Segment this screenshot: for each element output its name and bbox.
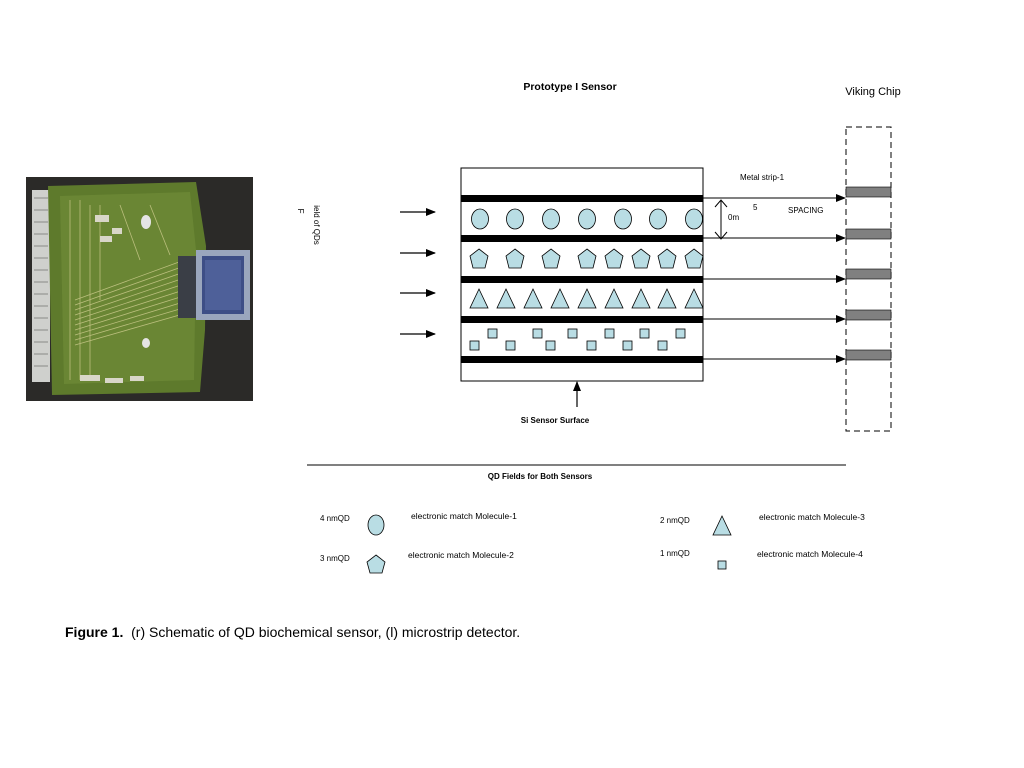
qd-square-icon <box>586 340 597 351</box>
legend-match-label: electronic match Molecule-4 <box>757 549 863 559</box>
chip-pad <box>845 268 892 280</box>
legend-pentagon-icon <box>366 554 386 574</box>
qd-triangle-icon <box>604 288 624 309</box>
field-label-letter: F <box>296 209 305 214</box>
field-arrows <box>400 208 436 338</box>
chip-pad <box>845 349 892 361</box>
field-label-rest: ield of QDs <box>312 205 321 245</box>
legend-triangle-icon <box>712 515 732 536</box>
legend-title: QD Fields for Both Sensors <box>488 472 593 481</box>
legend-circle-icon <box>367 514 385 536</box>
qd-circle-icon <box>614 208 632 230</box>
metal-strip <box>461 195 703 202</box>
qd-triangle-icon <box>631 288 651 309</box>
qd-pentagon-icon <box>505 248 525 269</box>
qd-circle-icon <box>542 208 560 230</box>
metal-strip-label: Metal strip-1 <box>740 173 785 182</box>
diagram-title: Prototype I Sensor <box>523 81 616 93</box>
qd-square-icon <box>604 328 615 339</box>
qd-circle-icon <box>649 208 667 230</box>
qd-row-pentagons <box>469 248 704 269</box>
qd-pentagon-icon <box>577 248 597 269</box>
qd-pentagon-icon <box>657 248 677 269</box>
chip-pad <box>845 186 892 198</box>
qd-triangle-icon <box>657 288 677 309</box>
qd-row-squares <box>469 328 686 351</box>
legend-match-label: electronic match Molecule-1 <box>411 511 517 521</box>
qd-pentagon-icon <box>469 248 489 269</box>
spacing-value-bottom: 0m <box>728 213 739 222</box>
legend-square-icon <box>717 560 727 570</box>
metal-strip <box>461 316 703 323</box>
qd-triangle-icon <box>523 288 543 309</box>
qd-pentagon-icon <box>604 248 624 269</box>
legend-item-4: 1 nmQD electronic match Molecule-4 <box>660 549 863 570</box>
chip-pads <box>845 186 892 361</box>
metal-strip <box>461 356 703 363</box>
legend-size-label: 3 nmQD <box>320 554 350 563</box>
spacing-value-top: 5 <box>753 203 758 212</box>
legend-item-2: 3 nmQD electronic match Molecule-2 <box>320 550 514 574</box>
chip-pad <box>845 309 892 321</box>
qd-row-triangles <box>469 288 704 309</box>
metal-strip <box>461 276 703 283</box>
qd-triangle-icon <box>496 288 516 309</box>
viking-chip-label: Viking Chip <box>845 86 900 98</box>
detector-photo <box>26 177 253 401</box>
qd-square-icon <box>505 340 516 351</box>
qd-pentagon-icon <box>541 248 561 269</box>
figure-caption: Figure 1. (r) Schematic of QD biochemica… <box>65 624 520 640</box>
qd-triangle-icon <box>550 288 570 309</box>
caption-text: (r) Schematic of QD biochemical sensor, … <box>131 624 521 640</box>
spacing-dimension <box>714 199 728 240</box>
qd-circle-icon <box>685 208 703 230</box>
qd-square-icon <box>487 328 498 339</box>
output-arrows <box>703 194 846 363</box>
legend-match-label: electronic match Molecule-3 <box>759 512 865 522</box>
qd-triangle-icon <box>684 288 704 309</box>
legend-item-3: 2 nmQD electronic match Molecule-3 <box>660 512 865 536</box>
qd-square-icon <box>532 328 543 339</box>
qd-pentagon-icon <box>684 248 704 269</box>
chip-pad <box>845 228 892 240</box>
qd-square-icon <box>675 328 686 339</box>
legend-size-label: 4 nmQD <box>320 514 350 523</box>
legend-match-label: electronic match Molecule-2 <box>408 550 514 560</box>
legend-item-1: 4 nmQD electronic match Molecule-1 <box>320 511 517 536</box>
qd-row-circles <box>471 208 703 230</box>
qd-square-icon <box>622 340 633 351</box>
spacing-label: SPACING <box>788 206 823 215</box>
legend-size-label: 2 nmQD <box>660 516 690 525</box>
qd-circle-icon <box>578 208 596 230</box>
caption-label: Figure 1. <box>65 624 124 640</box>
qd-square-icon <box>657 340 668 351</box>
surface-label: Si Sensor Surface <box>521 416 590 425</box>
qd-square-icon <box>545 340 556 351</box>
metal-strip <box>461 235 703 242</box>
qd-square-icon <box>469 340 480 351</box>
qd-circle-icon <box>506 208 524 230</box>
legend-size-label: 1 nmQD <box>660 549 690 558</box>
qd-pentagon-icon <box>631 248 651 269</box>
qd-square-icon <box>639 328 650 339</box>
qd-triangle-icon <box>577 288 597 309</box>
metal-strips <box>461 195 703 363</box>
qd-square-icon <box>567 328 578 339</box>
qd-circle-icon <box>471 208 489 230</box>
qd-triangle-icon <box>469 288 489 309</box>
